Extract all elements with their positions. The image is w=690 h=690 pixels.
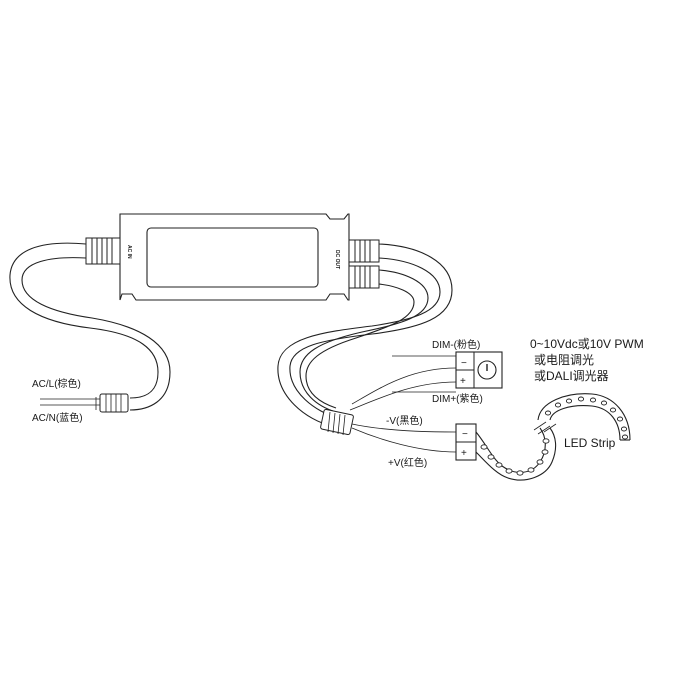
dim-plus-label: DIM+(紫色) [432, 392, 483, 405]
dimmer-minus-sign: − [461, 358, 467, 369]
output-terminal: − + [455, 423, 477, 461]
dim-option-1: 0~10Vdc或10V PWM [530, 337, 644, 351]
dimmer-module: − + [455, 351, 503, 389]
driver-label-area [146, 227, 319, 288]
input-cable [9, 237, 171, 411]
input-strain-relief [85, 237, 121, 265]
dim-option-2: 或电阻调光 [534, 353, 594, 367]
power-wires [351, 423, 457, 453]
dim-option-3: 或DALI调光器 [534, 369, 609, 383]
dim-wires [349, 355, 457, 411]
terminal-plus-sign: + [461, 448, 467, 459]
ac-line-label: AC/L(棕色) [32, 377, 81, 390]
led-dots-lower [480, 438, 550, 476]
output-strain-relief-lower [348, 265, 380, 289]
v-plus-label: +V(红色) [388, 456, 427, 469]
led-strip [475, 393, 631, 481]
output-strain-relief-upper [348, 239, 380, 263]
ac-neutral-label: AC/N(蓝色) [32, 411, 83, 424]
led-driver: AC IN DC OUT [119, 213, 350, 301]
dimmer-plus-sign: + [460, 376, 466, 387]
output-cable-end [320, 408, 354, 436]
dimming-options: 0~10Vdc或10V PWM 或电阻调光 或DALI调光器 [530, 337, 644, 383]
input-cable-end [40, 393, 129, 413]
driver-output-mark: DC OUT [334, 250, 340, 269]
driver-input-mark: AC IN [126, 245, 132, 259]
v-minus-label: -V(黑色) [386, 414, 423, 427]
led-dots-upper [544, 396, 629, 440]
led-strip-label: LED Strip [564, 436, 616, 450]
terminal-minus-sign: − [462, 429, 468, 440]
output-cables [277, 243, 453, 427]
dim-minus-label: DIM-(粉色) [432, 338, 480, 351]
